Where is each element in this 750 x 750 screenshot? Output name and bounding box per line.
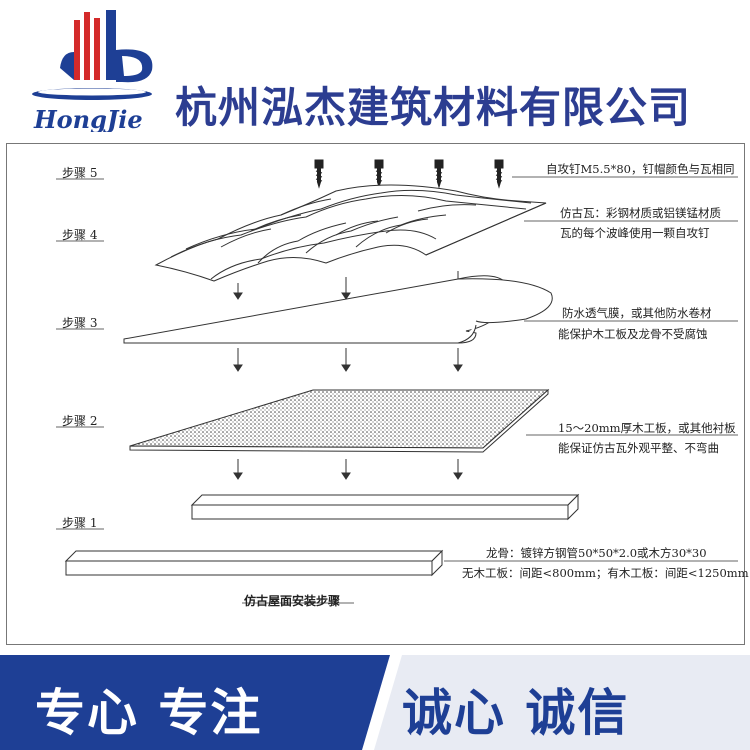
footer: 专心 专注 诚心 诚信 <box>0 655 750 750</box>
logo-wordmark: HongJie <box>33 105 143 132</box>
step-label-2: 步骤 2 <box>62 414 98 428</box>
keel-upper <box>190 493 580 521</box>
wood-board <box>129 388 550 453</box>
step2-note-1: 15～20mm厚木工板，或其他衬板 <box>558 421 736 435</box>
step1-note-1: 龙骨：镀锌方钢管50*50*2.0或木方30*30 <box>486 546 707 560</box>
slogan-right: 诚心 诚信 <box>402 684 630 742</box>
footer-band <box>0 655 750 750</box>
waterproof-membrane <box>123 275 553 344</box>
slogan-left: 专心 专注 <box>35 684 263 742</box>
leader-lines <box>56 176 738 604</box>
step3-note-1: 防水透气膜，或其他防水卷材 <box>562 306 712 320</box>
step-label-3: 步骤 3 <box>62 316 98 330</box>
installation-diagram <box>56 159 738 604</box>
screw-group <box>314 159 504 189</box>
step2-note-2: 能保证仿古瓦外观平整、不弯曲 <box>558 441 719 455</box>
roof-tile-sheet <box>154 184 547 282</box>
hongjie-logo: HongJie <box>32 10 153 132</box>
step3-note-2: 能保护木工板及龙骨不受腐蚀 <box>558 327 708 341</box>
step5-note-1: 自攻钉M5.5*80，钉帽颜色与瓦相同 <box>546 162 735 176</box>
screw-icon <box>434 159 444 189</box>
header: HongJie 杭州泓杰建筑材料有限公司 <box>0 0 750 135</box>
step-label-4: 步骤 4 <box>62 228 98 242</box>
screw-icon <box>494 159 504 189</box>
arrow-group-2-1 <box>233 459 463 480</box>
screw-icon <box>314 159 324 189</box>
step4-note-1: 仿古瓦：彩钢材质或铝镁锰材质 <box>560 206 721 220</box>
step-label-5: 步骤 5 <box>62 166 98 180</box>
arrow-group-3-2 <box>233 348 463 372</box>
step-label-1: 步骤 1 <box>62 516 98 530</box>
keel-lower <box>64 549 444 577</box>
company-name: 杭州泓杰建筑材料有限公司 <box>175 83 692 132</box>
diagram-caption: 仿古屋面安装步骤 <box>244 594 341 608</box>
step4-note-2: 瓦的每个波峰使用一颗自攻钉 <box>560 226 710 240</box>
step1-note-2: 无木工板：间距<800mm；有木工板：间距<1250mm <box>462 566 749 580</box>
screw-icon <box>374 159 384 189</box>
